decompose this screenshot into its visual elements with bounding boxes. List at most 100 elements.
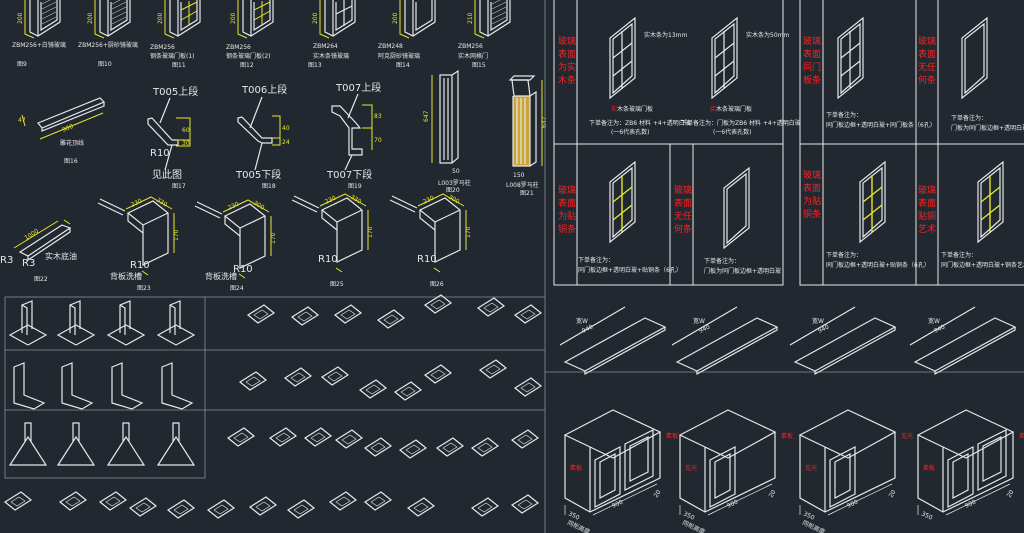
block-outline bbox=[290, 306, 320, 326]
block-inner bbox=[477, 442, 493, 453]
dim-line bbox=[164, 0, 175, 39]
cad-block bbox=[478, 359, 508, 379]
sink-label: 背板洗槽 bbox=[205, 271, 237, 281]
cornice-profile: 900 47 雕花顶线 图16 bbox=[18, 97, 106, 165]
copper-bars bbox=[862, 175, 883, 232]
range-hood-block bbox=[56, 422, 96, 466]
dim-length: 900 bbox=[61, 123, 74, 134]
block-inner bbox=[327, 371, 343, 382]
door-name: 实木条镜玻璃 bbox=[313, 52, 349, 60]
t005-lower-label: T005下段 bbox=[235, 168, 281, 181]
pillar-label: L008罗马柱 bbox=[506, 181, 539, 189]
cabinet-drawing bbox=[678, 409, 777, 516]
mesh bbox=[111, 1, 127, 10]
glass-door bbox=[859, 160, 886, 244]
order-note: 门板为同门板边框+透明白玻 bbox=[951, 124, 1024, 132]
block-inner bbox=[383, 314, 399, 325]
block-outline bbox=[363, 437, 393, 457]
wood-bars bbox=[612, 31, 633, 88]
radius-label: R10 bbox=[130, 260, 150, 271]
cabinet-box bbox=[563, 409, 662, 513]
block-inner bbox=[297, 311, 313, 322]
block-inner bbox=[517, 499, 533, 510]
block-outline bbox=[510, 494, 540, 514]
order-note: 下单备注为： bbox=[704, 257, 740, 265]
block-inner bbox=[253, 309, 269, 320]
cabinet-note: 同柜高度 bbox=[566, 519, 591, 533]
mesh bbox=[491, 1, 507, 10]
side-label-line: 何条 bbox=[674, 223, 692, 235]
dim-depth: 350 bbox=[567, 510, 581, 521]
sink-body bbox=[223, 203, 266, 269]
block-inner bbox=[430, 299, 446, 310]
dim-width: 940 bbox=[698, 324, 712, 335]
dim-lines bbox=[417, 193, 467, 273]
cad-block bbox=[423, 364, 453, 384]
cad-block bbox=[358, 379, 388, 399]
dim-depth: 330 bbox=[349, 194, 363, 206]
cabinet-side-label: 见光 bbox=[805, 464, 817, 472]
block-outline bbox=[393, 381, 423, 401]
block-inner bbox=[173, 504, 189, 515]
block-outline bbox=[334, 429, 364, 449]
dim-line bbox=[24, 0, 35, 39]
order-note: 下单备注为： bbox=[951, 114, 987, 122]
dim-height: 170 bbox=[173, 229, 180, 241]
side-label-line: 表面 bbox=[918, 197, 936, 209]
block-inner bbox=[483, 302, 499, 313]
dim-line bbox=[564, 483, 658, 516]
dim: 40 bbox=[282, 125, 290, 132]
block-inner bbox=[293, 504, 309, 515]
dim-depth: 330 bbox=[155, 197, 169, 209]
mesh bbox=[491, 11, 507, 20]
hood-shape bbox=[111, 362, 144, 410]
side-label-line: 铜条 bbox=[558, 223, 576, 235]
block-outline bbox=[286, 499, 316, 519]
door-code: ZBM256 bbox=[226, 44, 251, 51]
fig-number: 图9 bbox=[17, 61, 27, 68]
range-hood-block bbox=[8, 422, 48, 466]
callout: 实木条为50mm bbox=[746, 31, 789, 39]
caption-red: 实 bbox=[611, 105, 617, 113]
block-outline bbox=[398, 439, 428, 459]
sink-body bbox=[418, 197, 461, 263]
block-library bbox=[3, 294, 543, 519]
block-inner bbox=[341, 434, 357, 445]
dim-depth: 350 bbox=[682, 510, 696, 521]
block-outline bbox=[98, 491, 128, 511]
side-label-line: 无任 bbox=[918, 61, 936, 73]
roman-pillar-l008: 647 150 L008罗马柱 图21 bbox=[506, 75, 548, 197]
dim-width: 50 bbox=[452, 168, 460, 175]
fig-number: 图15 bbox=[472, 62, 486, 69]
dim-line bbox=[94, 0, 105, 39]
block-outline bbox=[478, 359, 508, 379]
countertop-slab bbox=[913, 317, 1017, 376]
door-outline bbox=[723, 166, 750, 250]
range-hood-block bbox=[111, 362, 144, 410]
block-inner bbox=[365, 384, 381, 395]
cad-block bbox=[470, 497, 500, 517]
block-outline bbox=[128, 497, 158, 517]
side-label-line: 无任 bbox=[674, 210, 692, 222]
block-outline bbox=[226, 427, 256, 447]
block-inner bbox=[485, 364, 501, 375]
t005-profile: 60 30 T005上段 R10 见此图 图17 bbox=[147, 85, 198, 190]
side-label-line: 木条 bbox=[558, 74, 576, 86]
cabinet-side-label: 素板 bbox=[570, 464, 582, 472]
block-outline bbox=[513, 304, 543, 324]
dim-height: 170 bbox=[367, 226, 374, 238]
panel-side-label: 玻璃表面贴铜艺术 bbox=[918, 184, 936, 235]
dim-depth: 350 bbox=[802, 510, 816, 521]
mesh bbox=[491, 0, 501, 5]
fig-number: 图10 bbox=[98, 61, 112, 68]
panel-side-label: 玻璃表面同门板条 bbox=[803, 35, 821, 86]
door-outline bbox=[711, 16, 738, 100]
dim-height: 647 bbox=[423, 110, 430, 122]
dim-height: 647 bbox=[541, 116, 548, 128]
door-outline bbox=[479, 0, 511, 37]
cross-bar bbox=[335, 0, 353, 26]
glass-door bbox=[711, 16, 738, 100]
block-outline bbox=[435, 437, 465, 457]
countertop-slab bbox=[793, 317, 897, 376]
